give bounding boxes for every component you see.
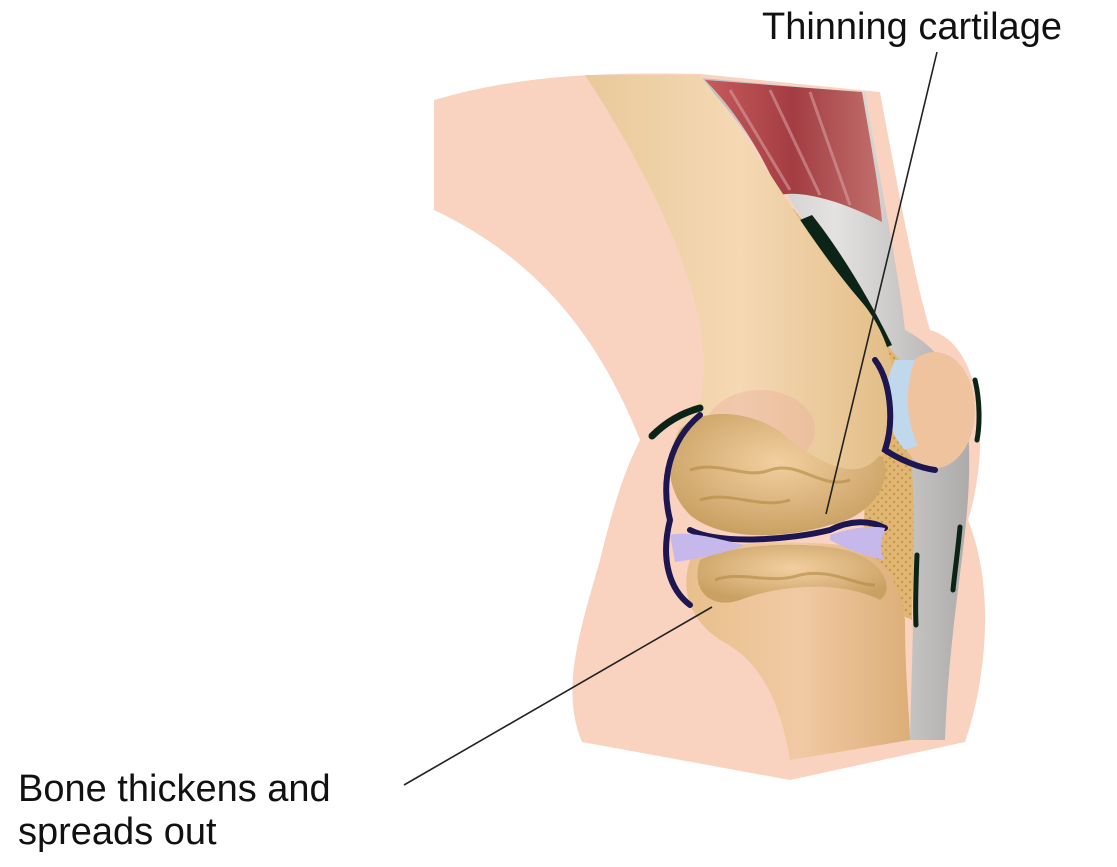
label-bone-line2: spreads out (18, 811, 331, 854)
ligament-mark-4 (916, 555, 917, 625)
label-thinning-cartilage-text: Thinning cartilage (762, 6, 1062, 48)
label-bone-thickens: Bone thickens and spreads out (18, 768, 331, 855)
label-bone-line1: Bone thickens and (18, 768, 331, 811)
label-thinning-cartilage: Thinning cartilage (762, 6, 1062, 49)
